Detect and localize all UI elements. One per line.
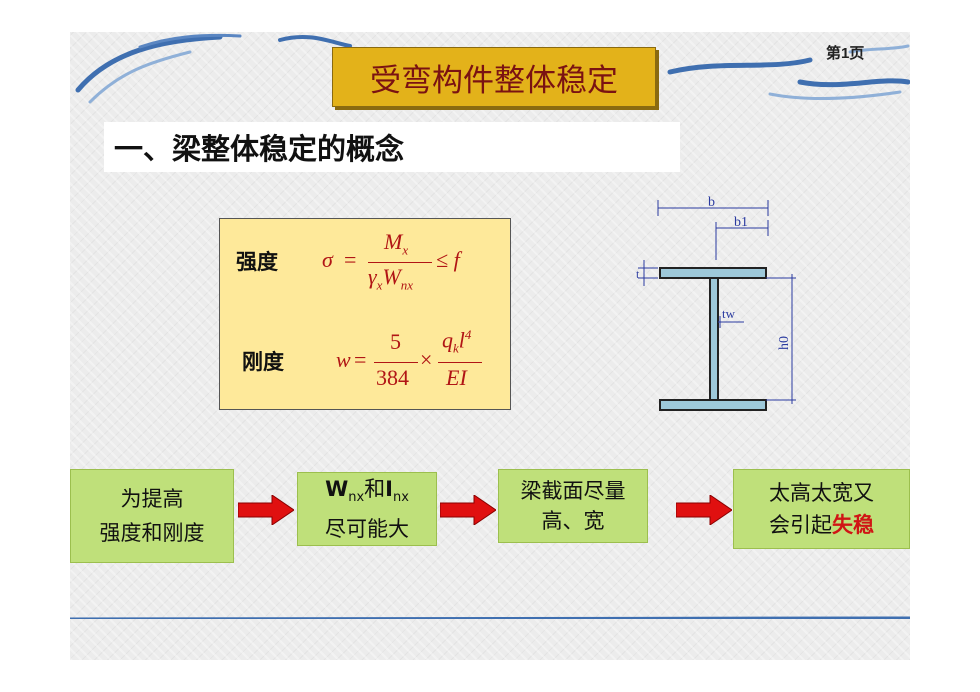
- flow-box-4-line2: 会引起失稳: [769, 513, 874, 537]
- flow-box-4-line1: 太高太宽又: [769, 481, 874, 505]
- fraction-bar-3: [438, 362, 482, 363]
- moment-symbol: Mx: [384, 229, 409, 258]
- sigma-symbol: σ: [322, 247, 333, 272]
- flow-box-2-line1: Wnx和Inx: [325, 477, 409, 506]
- equals-sign: =: [344, 247, 357, 272]
- label-h0: h0: [777, 336, 792, 350]
- fraction-bar: [368, 262, 432, 263]
- web: [709, 277, 719, 401]
- slide: 受弯构件整体稳定 第1页 一、梁整体稳定的概念 强度 σ = Mx γxWnx …: [70, 32, 910, 660]
- flow-box-1-line1: 为提高: [120, 487, 184, 511]
- strength-label: 强度: [236, 250, 278, 274]
- w-symbol: w: [336, 347, 351, 372]
- label-b1: b1: [734, 215, 748, 230]
- fraction-bar-2: [374, 362, 418, 363]
- flow-box-1-line2: 强度和刚度: [99, 521, 205, 545]
- times-sign: ×: [420, 347, 433, 372]
- bottom-flange: [659, 399, 767, 411]
- label-tw: tw: [722, 306, 736, 321]
- five: 5: [390, 329, 401, 354]
- i-beam-diagram: b b1 t tw h0: [636, 195, 796, 411]
- stiffness-label: 刚度: [242, 350, 284, 374]
- section-heading: 一、梁整体稳定的概念: [104, 122, 680, 172]
- leq-f: ≤ f: [436, 247, 460, 272]
- arrow-1-icon: [238, 495, 294, 525]
- flow-box-2: Wnx和Inx 尽可能大: [297, 472, 437, 546]
- formula-box: 强度 σ = Mx γxWnx ≤ f 刚度 w = 5 384 × qkl4 …: [219, 218, 511, 410]
- flow-box-3-line1: 梁截面尽量: [520, 479, 626, 503]
- flow-box-4: 太高太宽又 会引起失稳: [733, 469, 910, 549]
- bottom-divider: [70, 616, 910, 619]
- flow-box-3: 梁截面尽量 高、宽: [498, 469, 648, 543]
- arrow-3-icon: [676, 495, 732, 525]
- flow-box-1: 为提高 强度和刚度: [70, 469, 234, 563]
- flow-box-2-line2: 尽可能大: [325, 516, 409, 541]
- arrow-2-icon: [440, 495, 496, 525]
- flow-box-3-line2: 高、宽: [541, 509, 605, 533]
- instability-highlight: 失稳: [832, 513, 874, 537]
- equals-sign-2: =: [354, 347, 367, 372]
- q-l-symbol: qkl4: [442, 327, 472, 356]
- label-t: t: [636, 267, 640, 281]
- label-b: b: [708, 195, 715, 210]
- ei-symbol: EI: [446, 365, 467, 390]
- top-flange: [659, 267, 767, 279]
- decorative-swooshes: [75, 33, 910, 104]
- n384: 384: [376, 365, 409, 390]
- page-number: 第1页: [826, 45, 865, 62]
- slide-title: 受弯构件整体稳定: [332, 47, 656, 107]
- gamma-w-symbol: γxWnx: [368, 264, 414, 293]
